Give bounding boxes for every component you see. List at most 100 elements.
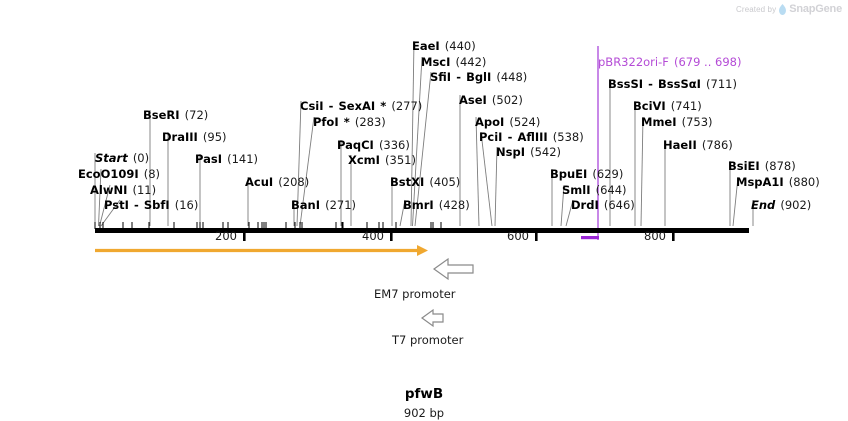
site-position: (0) (132, 151, 150, 165)
site-label-pasi[interactable]: PasI (141) (195, 150, 258, 166)
site-label-alwni[interactable]: AlwNI (11) (90, 181, 156, 197)
primer-range: (679 .. 698) (673, 55, 742, 69)
site-label-ecoo109i[interactable]: EcoO109I (8) (78, 165, 160, 181)
site-label-bcivi[interactable]: BciVI (741) (633, 97, 702, 113)
site-name-separator: - (133, 198, 139, 212)
site-label-draiii[interactable]: DraIII (95) (162, 128, 227, 144)
site-position: (336) (378, 138, 410, 152)
site-label-bmri[interactable]: BmrI (428) (403, 196, 470, 212)
site-name-separator: - (328, 99, 334, 113)
primer-label-pbr322ori-f[interactable]: pBR322ori-F (679 .. 698) (598, 53, 741, 69)
site-label-eaei[interactable]: EaeI (440) (412, 37, 476, 53)
ruler-tick-label-200: 200 (215, 229, 237, 243)
site-position: (878) (764, 159, 796, 173)
site-label-end[interactable]: End (902) (751, 196, 811, 212)
site-position: (524) (509, 115, 541, 129)
site-name: BanI (291, 198, 320, 212)
site-label-csii-sexai[interactable]: CsiI - SexAI * (277) (300, 97, 422, 113)
site-name: BsiEI (728, 159, 760, 173)
site-position: (448) (496, 70, 528, 84)
watermark-prefix-text: Created by (736, 4, 777, 14)
site-label-mspa1i[interactable]: MspA1I (880) (736, 173, 820, 189)
t7-promoter-label[interactable]: T7 promoter (392, 333, 464, 347)
site-position: (902) (780, 198, 812, 212)
site-label-paqci[interactable]: PaqCI (336) (337, 136, 410, 152)
site-star-marker: * (380, 99, 387, 113)
site-label-apoi[interactable]: ApoI (524) (475, 113, 540, 129)
site-label-acui[interactable]: AcuI (208) (245, 173, 309, 189)
site-name: EcoO109I (78, 167, 139, 181)
ruler-tick-label-800: 800 (644, 229, 666, 243)
site-label-bstxi[interactable]: BstXI (405) (390, 173, 460, 189)
site-name: MmeI (641, 115, 677, 129)
site-label-bsssi-bsssai[interactable]: BssSI - BssSαI (711) (608, 75, 737, 91)
orf-orange-arrow (95, 245, 428, 256)
primer-name: pBR322ori-F (598, 55, 669, 69)
site-name: Start (95, 151, 128, 165)
site-name: BglI (466, 70, 492, 84)
site-label-bsiei[interactable]: BsiEI (878) (728, 157, 796, 173)
site-name: SfiI (430, 70, 452, 84)
site-position: (502) (491, 93, 523, 107)
site-label-start[interactable]: Start (0) (95, 149, 149, 165)
site-name: End (751, 198, 776, 212)
em7-promoter-label[interactable]: EM7 promoter (374, 287, 456, 301)
site-name: BssSI (608, 77, 644, 91)
site-position: (440) (444, 39, 476, 53)
primer-feature-mark (581, 236, 599, 240)
site-position: (442) (455, 55, 487, 69)
site-position: (16) (174, 198, 199, 212)
site-position: (8) (143, 167, 161, 181)
site-name: BciVI (633, 99, 666, 113)
site-name: BpuEI (550, 167, 588, 181)
site-label-bseri[interactable]: BseRI (72) (143, 106, 208, 122)
site-label-drdi[interactable]: DrdI (646) (571, 196, 635, 212)
site-name: AcuI (245, 175, 274, 189)
site-name: SbfI (143, 198, 170, 212)
site-label-xcmi[interactable]: XcmI (351) (348, 151, 416, 167)
plasmid-title: pfwB 902 bp (0, 386, 848, 420)
snapgene-logo-icon (779, 3, 787, 15)
plasmid-length: 902 bp (403, 406, 445, 420)
site-name: NspI (496, 145, 525, 159)
site-label-msci[interactable]: MscI (442) (421, 53, 486, 69)
site-position: (711) (706, 77, 737, 91)
site-star-marker: * (343, 115, 350, 129)
site-position: (644) (595, 183, 627, 197)
site-label-bani[interactable]: BanI (271) (291, 196, 356, 212)
site-name: PstI (104, 198, 129, 212)
site-position: (646) (603, 198, 635, 212)
site-label-haeii[interactable]: HaeII (786) (663, 136, 733, 152)
site-label-bpuei[interactable]: BpuEI (629) (550, 165, 623, 181)
site-name: MspA1I (736, 175, 784, 189)
site-label-asei[interactable]: AseI (502) (459, 91, 523, 107)
watermark-brand-text: SnapGene (789, 3, 842, 15)
site-name: SmlI (562, 183, 591, 197)
site-name: PasI (195, 152, 223, 166)
site-position: (405) (429, 175, 461, 189)
site-name: BmrI (403, 198, 434, 212)
site-position: (753) (681, 115, 713, 129)
site-name: XcmI (348, 153, 380, 167)
site-name: BssSαI (658, 77, 701, 91)
site-name: MscI (421, 55, 451, 69)
site-name: AflIII (517, 130, 548, 144)
site-name: HaeII (663, 138, 697, 152)
site-label-smli[interactable]: SmlI (644) (562, 181, 627, 197)
site-position: (141) (227, 152, 259, 166)
em7-promoter-arrow (432, 257, 474, 281)
site-label-nspi[interactable]: NspI (542) (496, 143, 561, 159)
site-label-sfii-bgli[interactable]: SfiI - BglI (448) (430, 68, 527, 84)
site-label-pfoi[interactable]: PfoI * (283) (313, 113, 386, 129)
plasmid-name: pfwB (404, 386, 444, 402)
site-label-pcii-afliii[interactable]: PciI - AflIII (538) (479, 128, 584, 144)
t7-promoter-arrow (420, 308, 444, 328)
site-label-psti-sbfi[interactable]: PstI - SbfI (16) (104, 196, 198, 212)
site-label-mmei[interactable]: MmeI (753) (641, 113, 713, 129)
site-name: EaeI (412, 39, 440, 53)
site-position: (208) (278, 175, 310, 189)
site-position: (428) (438, 198, 470, 212)
site-name: PciI (479, 130, 503, 144)
site-name: ApoI (475, 115, 505, 129)
